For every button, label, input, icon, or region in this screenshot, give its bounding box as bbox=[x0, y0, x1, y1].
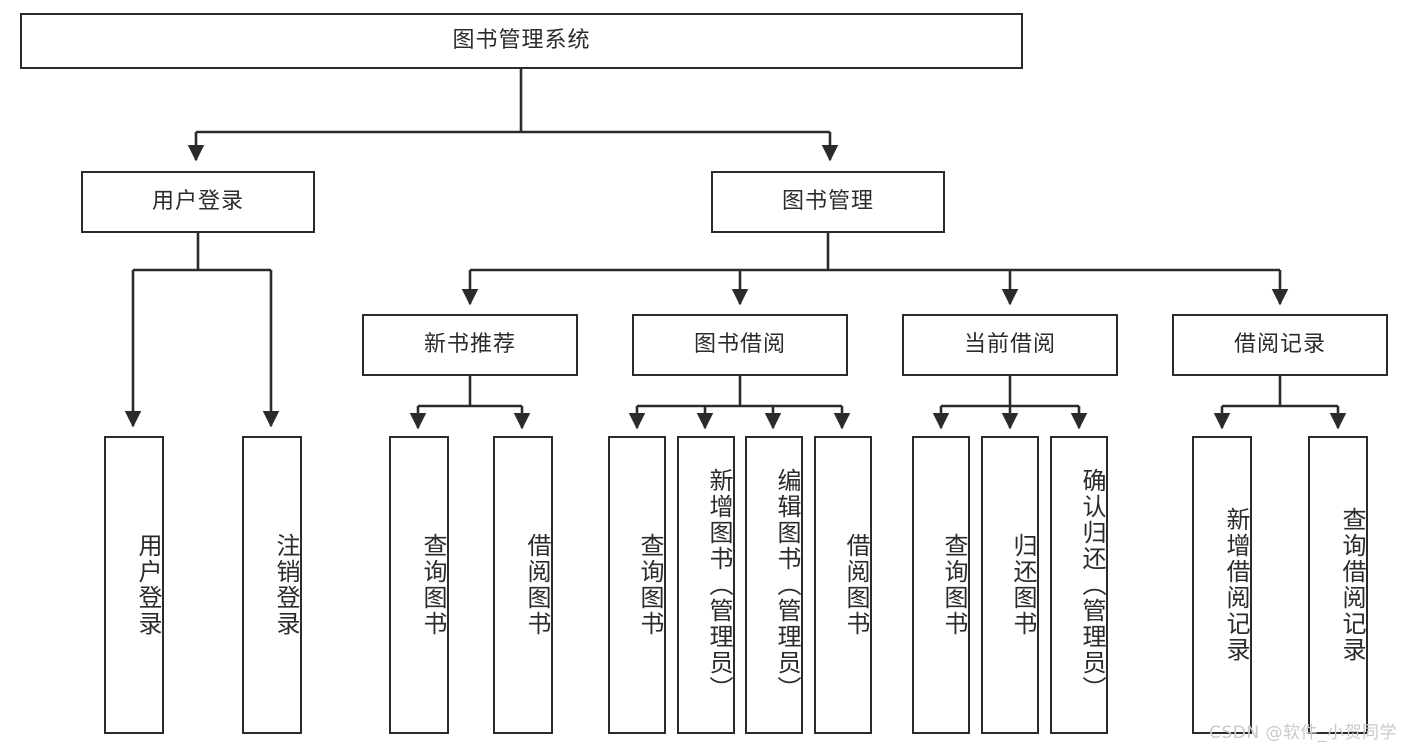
node-root-label: 图书管理系统 bbox=[452, 27, 591, 53]
node-current-borrow[interactable]: 当前借阅 bbox=[902, 314, 1118, 376]
node-book-manage[interactable]: 图书管理 bbox=[711, 171, 945, 233]
node-leaf-query-book-3-label: 查询图书 bbox=[940, 533, 968, 637]
node-book-manage-label: 图书管理 bbox=[781, 188, 874, 214]
node-leaf-query-record-label: 查询借阅记录 bbox=[1338, 507, 1366, 663]
node-borrow-record[interactable]: 借阅记录 bbox=[1172, 314, 1388, 376]
node-borrow-record-label: 借阅记录 bbox=[1233, 331, 1326, 357]
node-new-book-rec-label: 新书推荐 bbox=[423, 331, 516, 357]
node-leaf-logout-label: 注销登录 bbox=[272, 533, 300, 637]
node-leaf-query-book-3[interactable]: 查询图书 bbox=[912, 436, 970, 734]
node-leaf-add-record[interactable]: 新增借阅记录 bbox=[1192, 436, 1252, 734]
node-current-borrow-label: 当前借阅 bbox=[963, 331, 1056, 357]
node-new-book-rec[interactable]: 新书推荐 bbox=[362, 314, 578, 376]
node-leaf-confirm-return-label: 确认归还（管理员） bbox=[1078, 468, 1106, 702]
node-leaf-query-book-1-label: 查询图书 bbox=[419, 533, 447, 637]
node-leaf-logout[interactable]: 注销登录 bbox=[242, 436, 302, 734]
node-leaf-edit-book-label: 编辑图书（管理员） bbox=[773, 468, 801, 702]
node-leaf-edit-book[interactable]: 编辑图书（管理员） bbox=[745, 436, 803, 734]
node-leaf-add-record-label: 新增借阅记录 bbox=[1222, 507, 1250, 663]
node-user-login[interactable]: 用户登录 bbox=[81, 171, 315, 233]
node-user-login-label: 用户登录 bbox=[151, 188, 244, 214]
node-leaf-borrow-book-2-label: 借阅图书 bbox=[842, 533, 870, 637]
node-leaf-query-record[interactable]: 查询借阅记录 bbox=[1308, 436, 1368, 734]
node-leaf-user-login-label: 用户登录 bbox=[134, 533, 162, 637]
watermark: CSDN @软件_小贺同学 bbox=[1209, 723, 1397, 743]
node-book-borrow[interactable]: 图书借阅 bbox=[632, 314, 848, 376]
node-leaf-query-book-2-label: 查询图书 bbox=[636, 533, 664, 637]
node-leaf-add-book-label: 新增图书（管理员） bbox=[705, 468, 733, 702]
node-leaf-add-book[interactable]: 新增图书（管理员） bbox=[677, 436, 735, 734]
node-leaf-query-book-1[interactable]: 查询图书 bbox=[389, 436, 449, 734]
node-leaf-borrow-book-1-label: 借阅图书 bbox=[523, 533, 551, 637]
node-leaf-query-book-2[interactable]: 查询图书 bbox=[608, 436, 666, 734]
node-leaf-return-book[interactable]: 归还图书 bbox=[981, 436, 1039, 734]
node-leaf-return-book-label: 归还图书 bbox=[1009, 533, 1037, 637]
node-book-borrow-label: 图书借阅 bbox=[693, 331, 786, 357]
node-leaf-user-login[interactable]: 用户登录 bbox=[104, 436, 164, 734]
node-root[interactable]: 图书管理系统 bbox=[20, 13, 1023, 69]
node-leaf-borrow-book-1[interactable]: 借阅图书 bbox=[493, 436, 553, 734]
node-leaf-borrow-book-2[interactable]: 借阅图书 bbox=[814, 436, 872, 734]
node-leaf-confirm-return[interactable]: 确认归还（管理员） bbox=[1050, 436, 1108, 734]
